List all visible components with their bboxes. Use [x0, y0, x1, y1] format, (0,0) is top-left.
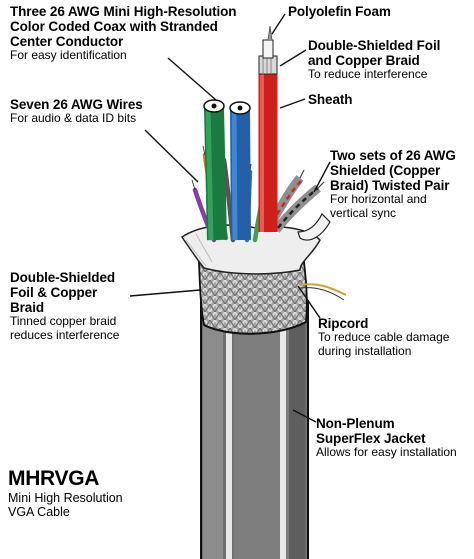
foam-title: Polyolefin Foam: [288, 4, 391, 19]
ripcord-subtitle-line-1: To reduce cable damage: [318, 330, 450, 345]
pairs-subtitle-line-1: For horizontal and: [330, 192, 427, 207]
ripcord-label: Ripcord To reduce cable damage during in…: [318, 316, 449, 358]
leader-lines: [129, 13, 331, 423]
jacket-subtitle: Allows for easy installation: [316, 445, 457, 460]
coax-cables: [203, 25, 278, 241]
braid-subtitle-line-2: reduces interference: [10, 327, 120, 342]
braid-title-line-1: Double-Shielded: [10, 270, 116, 285]
pairs-title-line-1: Two sets of 26 AWG: [330, 148, 456, 163]
pairs-title-line-2: Shielded (Copper: [330, 163, 441, 179]
ripcord-title: Ripcord: [318, 316, 369, 331]
foil-top-title-line-2: and Copper Braid: [308, 53, 420, 69]
product-desc-line-2: VGA Cable: [8, 504, 70, 519]
pairs-label: Two sets of 26 AWG Shielded (Copper Brai…: [330, 148, 456, 220]
ripcord-subtitle-line-2: during installation: [318, 343, 412, 358]
sheath-label: Sheath: [308, 92, 353, 107]
wires-subtitle: For audio & data ID bits: [10, 111, 137, 126]
foil-top-label: Double-Shielded Foil and Copper Braid To…: [308, 38, 440, 82]
foil-top-subtitle: To reduce interference: [308, 67, 428, 82]
product-name: MHRVGA: [8, 467, 100, 490]
pairs-subtitle-line-2: vertical sync: [330, 205, 397, 220]
product-label: MHRVGA Mini High Resolution VGA Cable: [8, 467, 123, 519]
coax-title-line-1: Three 26 AWG Mini High-Resolution: [10, 4, 237, 19]
jacket-label: Non-Plenum SuperFlex Jacket Allows for e…: [316, 416, 457, 460]
jacket-title-line-2: SuperFlex Jacket: [316, 431, 426, 447]
jacket-title-line-1: Non-Plenum: [316, 416, 395, 431]
coax-subtitle: For easy identification: [10, 48, 127, 63]
sheath-title: Sheath: [308, 92, 353, 107]
foam-label: Polyolefin Foam: [288, 4, 391, 19]
product-desc-line-1: Mini High Resolution: [8, 490, 123, 505]
foil-top-title-line-1: Double-Shielded Foil: [308, 38, 441, 53]
pairs-title-line-3: Braid) Twisted Pair: [330, 178, 450, 194]
ripcord: [299, 283, 347, 296]
coax-title-line-2: Color Coded Coax with Stranded: [10, 19, 218, 35]
cable-jacket: [200, 300, 309, 559]
braid-label: Double-Shielded Foil & Copper Braid Tinn…: [10, 270, 119, 342]
coax-label: Three 26 AWG Mini High-Resolution Color …: [10, 4, 237, 63]
twisted-pairs: [266, 169, 325, 233]
braid-title-line-3: Braid: [10, 300, 45, 316]
braid-title-line-2: Foil & Copper: [10, 285, 98, 301]
wires-title: Seven 26 AWG Wires: [10, 97, 143, 112]
wires-label: Seven 26 AWG Wires For audio & data ID b…: [10, 97, 143, 126]
braid-subtitle-line-1: Tinned copper braid: [10, 314, 117, 329]
coax-title-line-3: Center Conductor: [10, 34, 124, 50]
